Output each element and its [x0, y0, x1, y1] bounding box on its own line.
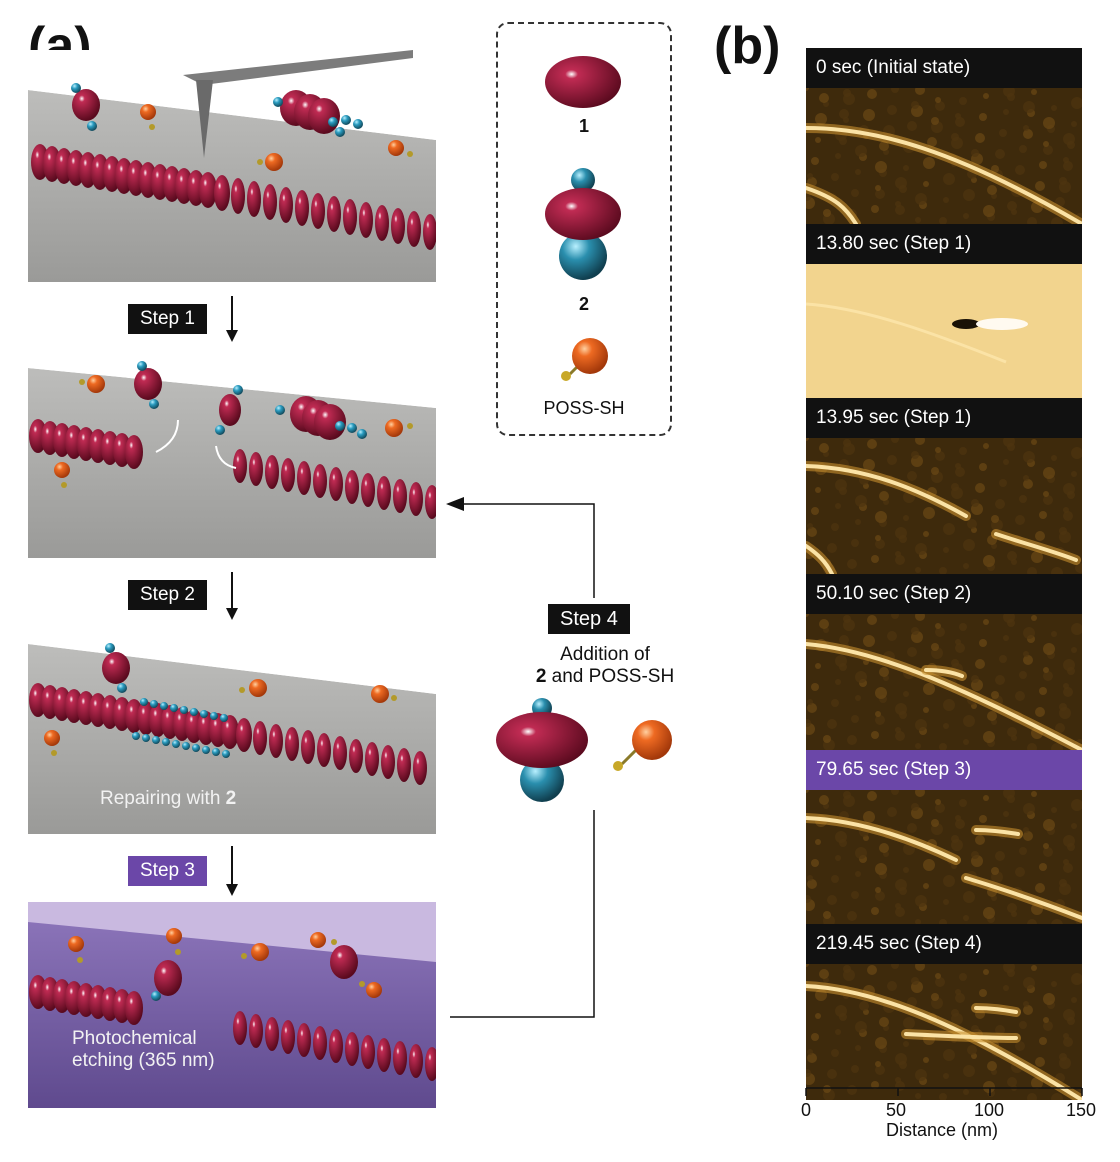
curved-arrow-icon	[155, 419, 179, 453]
x-axis	[805, 1087, 1083, 1096]
step4-loop-arrow	[446, 497, 595, 1018]
molecule-1-icon	[545, 56, 621, 108]
poss-sh-molecules	[44, 679, 397, 756]
afm-frame: 13.80 sec (Step 1)	[806, 224, 1082, 400]
afm-frame: 0 sec (Initial state)	[806, 48, 1082, 224]
panel-b-label: (b)	[714, 17, 781, 75]
fiber-right-fragment	[233, 449, 436, 519]
step-4-tag: Step 4	[548, 604, 630, 634]
molecule-cluster	[275, 396, 367, 440]
poss-sh-molecules	[68, 936, 269, 963]
x-tick-0: 0	[801, 1100, 812, 1120]
scene-step3	[28, 902, 436, 1108]
fiber-molecule-1	[31, 144, 436, 250]
repair-caption-prefix: Repairing with	[100, 788, 226, 809]
etched-molecules	[151, 928, 382, 1001]
scene-initial	[28, 50, 436, 282]
afm-cantilever	[183, 50, 413, 85]
left-arrow-icon	[446, 497, 464, 511]
afm-frame-label: 0 sec (Initial state)	[806, 48, 1082, 88]
etching-caption-line2: etching (365 nm)	[72, 1050, 215, 1071]
repair-caption: Repairing with 2	[100, 788, 236, 810]
poss-sh-icon	[561, 338, 608, 381]
detached-molecules-2	[134, 361, 243, 435]
down-arrow-icon	[226, 846, 238, 896]
repair-caption-bold: 2	[225, 788, 237, 809]
fiber-left-fragment	[29, 419, 143, 469]
afm-image	[806, 964, 1082, 1100]
down-arrow-icon	[226, 296, 238, 342]
x-tick-50: 50	[886, 1100, 907, 1120]
x-tick-100: 100	[974, 1100, 1005, 1120]
afm-image	[806, 88, 1082, 224]
afm-frame-label: 79.65 sec (Step 3)	[806, 750, 1082, 790]
fiber-left-fragment	[29, 975, 143, 1025]
poss-sh-molecules	[54, 375, 413, 488]
afm-frame-label: 50.10 sec (Step 2)	[806, 574, 1082, 614]
molecule-2-icon	[545, 168, 621, 280]
molecule-cluster	[273, 90, 363, 137]
afm-frame-label: 219.45 sec (Step 4)	[806, 924, 1082, 964]
step-3-tag: Step 3	[128, 856, 207, 886]
down-arrow-icon	[226, 572, 238, 620]
afm-tip	[196, 80, 213, 158]
step-2-tag: Step 2	[128, 580, 207, 610]
afm-frame-label: 13.95 sec (Step 1)	[806, 398, 1082, 438]
step-1-tag: Step 1	[128, 304, 207, 334]
fiber-right-fragment	[233, 1011, 436, 1081]
etching-caption: Photochemical etching (365 nm)	[72, 1028, 215, 1072]
legend-label-poss: POSS-SH	[543, 398, 625, 418]
free-molecule-2	[102, 643, 130, 693]
afm-frame: 50.10 sec (Step 2)	[806, 574, 1082, 750]
etching-caption-line1: Photochemical	[72, 1028, 197, 1049]
legend-box: 1 2 POSS-SH	[496, 22, 672, 436]
afm-image	[806, 264, 1082, 400]
afm-image	[806, 790, 1082, 926]
curved-arrow-icon	[215, 445, 237, 469]
molecule-2-icon	[496, 698, 588, 802]
afm-frame: 13.95 sec (Step 1)	[806, 398, 1082, 574]
poss-sh-molecules	[140, 104, 413, 171]
fiber-molecule-1	[29, 683, 427, 785]
afm-frame-label: 13.80 sec (Step 1)	[806, 224, 1082, 264]
surface	[28, 90, 436, 282]
x-axis-label: Distance (nm)	[886, 1120, 999, 1140]
poss-sh-icon	[613, 720, 672, 771]
scene-step2	[28, 624, 436, 834]
afm-frame: 219.45 sec (Step 4)	[806, 924, 1082, 1100]
afm-image	[806, 614, 1082, 750]
scene-step1	[28, 348, 436, 558]
step4-molecules	[496, 698, 672, 802]
x-tick-150: 150	[1066, 1100, 1097, 1120]
step4-note-line1: Addition of	[560, 644, 650, 665]
afm-image	[806, 438, 1082, 574]
legend-label-2: 2	[578, 294, 589, 314]
step4-note-bold: 2	[535, 666, 547, 687]
step4-note: Addition of 2 and POSS-SH	[520, 644, 690, 688]
free-molecule-2	[71, 83, 100, 131]
afm-frame: 79.65 sec (Step 3)	[806, 750, 1082, 926]
repair-caps	[132, 698, 230, 758]
legend-label-1: 1	[578, 116, 589, 136]
step4-note-line2: 2 and POSS-SH	[520, 666, 690, 688]
step4-note-rest: and POSS-SH	[546, 666, 675, 687]
